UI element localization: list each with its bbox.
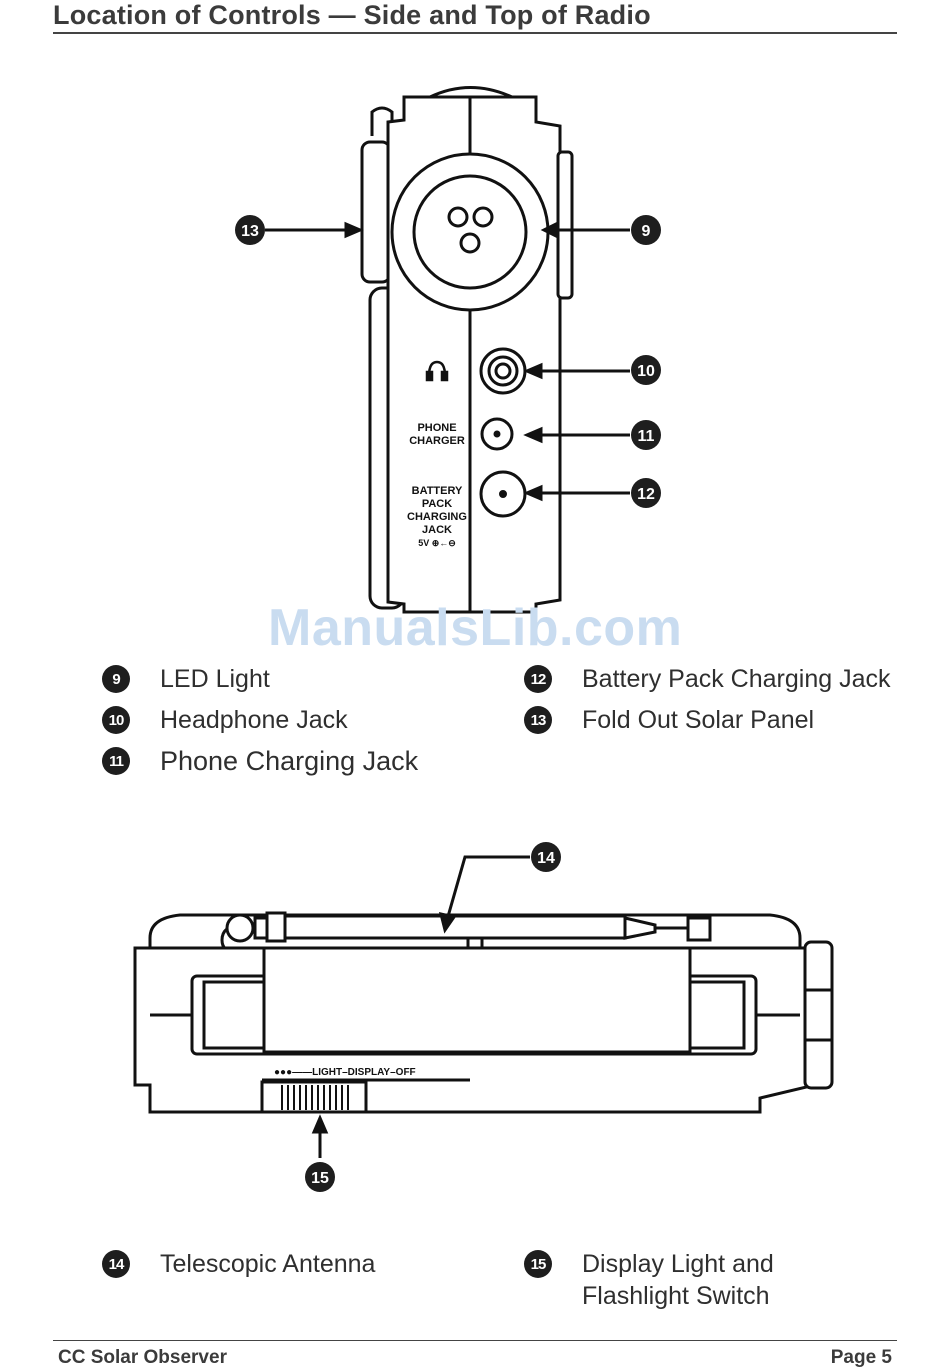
legend-label-group: Display Light and Flashlight Switch: [582, 1248, 774, 1312]
title-rule: [53, 32, 897, 34]
svg-text:15: 15: [311, 1170, 329, 1187]
legend-badge: 15: [524, 1250, 552, 1278]
svg-text:11: 11: [638, 428, 655, 445]
legend-label: LED Light: [160, 665, 270, 693]
battery-label-4: JACK: [422, 524, 452, 536]
battery-label-2: PACK: [422, 498, 452, 510]
battery-label-1: BATTERY: [412, 485, 463, 497]
svg-text:13: 13: [241, 223, 259, 240]
phone-charger-label: PHONE: [417, 422, 456, 434]
legend-label: Headphone Jack: [160, 706, 348, 734]
legend-item-10: 10 Headphone Jack: [102, 704, 348, 736]
legend-badge: 13: [524, 706, 552, 734]
legend-item-14: 14 Telescopic Antenna: [102, 1248, 375, 1280]
watermark: ManualsLib.com: [268, 599, 683, 657]
legend-label: Telescopic Antenna: [160, 1250, 376, 1278]
footer-product-name: CC Solar Observer: [58, 1347, 227, 1368]
svg-text:14: 14: [537, 850, 555, 867]
callout-12: 12: [631, 478, 661, 508]
legend-label: Fold Out Solar Panel: [582, 706, 815, 734]
callout-13: 13: [235, 215, 265, 245]
svg-text:12: 12: [637, 486, 655, 503]
legend-item-12: 12 Battery Pack Charging Jack: [524, 663, 890, 695]
callout-11: 11: [631, 420, 661, 450]
thumbwheel-switch: [281, 1085, 349, 1110]
phone-charger-label-2: CHARGER: [409, 435, 465, 447]
legend-label-line-1: Display Light and: [582, 1250, 774, 1278]
legend-item-13: 13 Fold Out Solar Panel: [524, 704, 814, 736]
footer-page-number: Page 5: [830, 1347, 892, 1368]
headphone-icon: [425, 360, 449, 382]
callout-14: 14: [531, 842, 561, 872]
battery-polarity-label: 5V ⊕←⊖: [418, 538, 456, 548]
legend-badge: 10: [102, 706, 130, 734]
legend-label: Phone Charging Jack: [160, 746, 419, 776]
legend-item-15: 15 Display Light and Flashlight Switch: [524, 1248, 774, 1312]
legend-label-line-2: Flashlight Switch: [582, 1282, 770, 1310]
footer-rule: [53, 1340, 897, 1341]
legend-badge: 11: [102, 747, 130, 775]
switch-label: ●●●——LIGHT–DISPLAY–OFF: [274, 1067, 416, 1078]
callout-10: 10: [631, 355, 661, 385]
svg-text:10: 10: [637, 363, 655, 380]
legend-badge: 12: [524, 665, 552, 693]
legend-badge: 9: [102, 665, 130, 693]
legend-item-9: 9 LED Light: [102, 663, 270, 695]
battery-label-3: CHARGING: [407, 511, 467, 523]
side-view-diagram: PHONE CHARGER BATTERY PACK CHARGING JACK…: [235, 86, 661, 614]
svg-text:9: 9: [642, 223, 651, 240]
page-title: Location of Controls — Side and Top of R…: [53, 0, 651, 30]
legend-item-11: 11 Phone Charging Jack: [102, 745, 418, 777]
legend-label: Battery Pack Charging Jack: [582, 665, 891, 693]
legend-badge: 14: [102, 1250, 130, 1278]
callout-15: 15: [305, 1162, 335, 1192]
callout-9: 9: [631, 215, 661, 245]
